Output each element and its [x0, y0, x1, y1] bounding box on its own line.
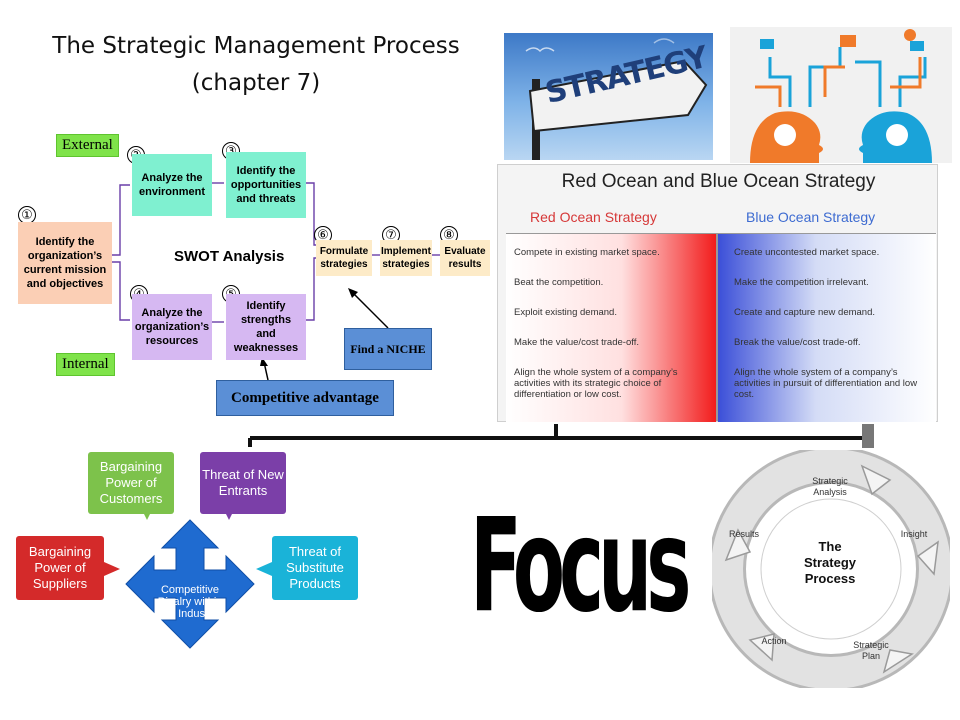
step-7-box: Implement strategies: [380, 240, 432, 276]
step-8-box: Evaluate results: [440, 240, 490, 276]
ideas-heads-image: [730, 27, 952, 163]
step-5-box: Identify strengths and weaknesses: [226, 294, 306, 360]
title-line-1: The Strategic Management Process: [52, 33, 460, 59]
cycle-results: Results: [728, 529, 759, 539]
competitive-rivalry: Competitive Rivalry within an Industry: [157, 584, 223, 620]
ideas-heads-graphic: [750, 29, 932, 163]
threat-substitute-products: Threat of Substitute Products: [272, 536, 358, 600]
suppliers-arrow: [104, 562, 120, 576]
cycle-center-label: The Strategy Process: [803, 539, 857, 586]
blue-ocean-column: [718, 233, 936, 422]
bargaining-power-suppliers: Bargaining Power of Suppliers: [16, 536, 104, 600]
page-title: The Strategic Management Process (chapte…: [0, 28, 512, 102]
strategy-sign-graphic: [525, 38, 708, 160]
step-2-box: Analyze the environment: [132, 154, 212, 216]
strategy-cycle-graphic: [712, 450, 950, 688]
step-3-box: Identify the opportunities and threats: [226, 152, 306, 218]
internal-tag: Internal: [56, 353, 115, 376]
blue-ocean-item: Create uncontested market space.: [734, 247, 880, 258]
competitive-advantage-callout: Competitive advantage: [216, 380, 394, 416]
step-1-box: Identify the organization’s current miss…: [18, 222, 112, 304]
blue-ocean-item: Create and capture new demand.: [734, 307, 876, 318]
swot-label: SWOT Analysis: [174, 248, 285, 265]
blue-ocean-item: Break the value/cost trade-off.: [734, 337, 861, 348]
red-ocean-item: Compete in existing market space.: [514, 247, 660, 258]
red-ocean-item: Align the whole system of a company’s ac…: [514, 367, 678, 400]
cycle-strategic-plan: Strategic Plan: [853, 640, 889, 661]
step-4-box: Analyze the organization’s resources: [132, 294, 212, 360]
external-tag: External: [56, 134, 119, 157]
column-divider: [716, 233, 718, 421]
red-ocean-heading: Red Ocean Strategy: [530, 209, 657, 225]
cycle-action: Action: [761, 636, 787, 646]
cycle-strategic-analysis: Strategic Analysis: [812, 476, 848, 497]
red-ocean-item: Make the value/cost trade-off.: [514, 337, 639, 348]
ocean-strategy-panel: Red Ocean and Blue Ocean Strategy Red Oc…: [497, 164, 938, 422]
step-6-box: Formulate strategies: [316, 240, 372, 276]
title-line-2: (chapter 7): [191, 70, 321, 96]
blue-ocean-heading: Blue Ocean Strategy: [746, 209, 876, 225]
focus-word: Focus: [470, 489, 691, 641]
ocean-title: Red Ocean and Blue Ocean Strategy: [561, 171, 876, 192]
cycle-insight: Insight: [900, 529, 928, 539]
four-way-arrow-icon: [125, 519, 255, 649]
red-ocean-item: Exploit existing demand.: [514, 307, 617, 318]
blue-ocean-item: Make the competition irrelevant.: [734, 277, 869, 288]
red-ocean-column: [506, 233, 716, 422]
bargaining-power-customers: Bargaining Power of Customers: [88, 452, 174, 514]
threat-new-entrants: Threat of New Entrants: [200, 452, 286, 514]
substitutes-arrow: [256, 562, 272, 576]
red-ocean-item: Beat the competition.: [514, 277, 604, 288]
find-niche-callout: Find a NICHE: [344, 328, 432, 370]
blue-ocean-item: Align the whole system of a company’s ac…: [734, 367, 918, 400]
strategy-sign-image: STRATEGY: [504, 33, 713, 160]
